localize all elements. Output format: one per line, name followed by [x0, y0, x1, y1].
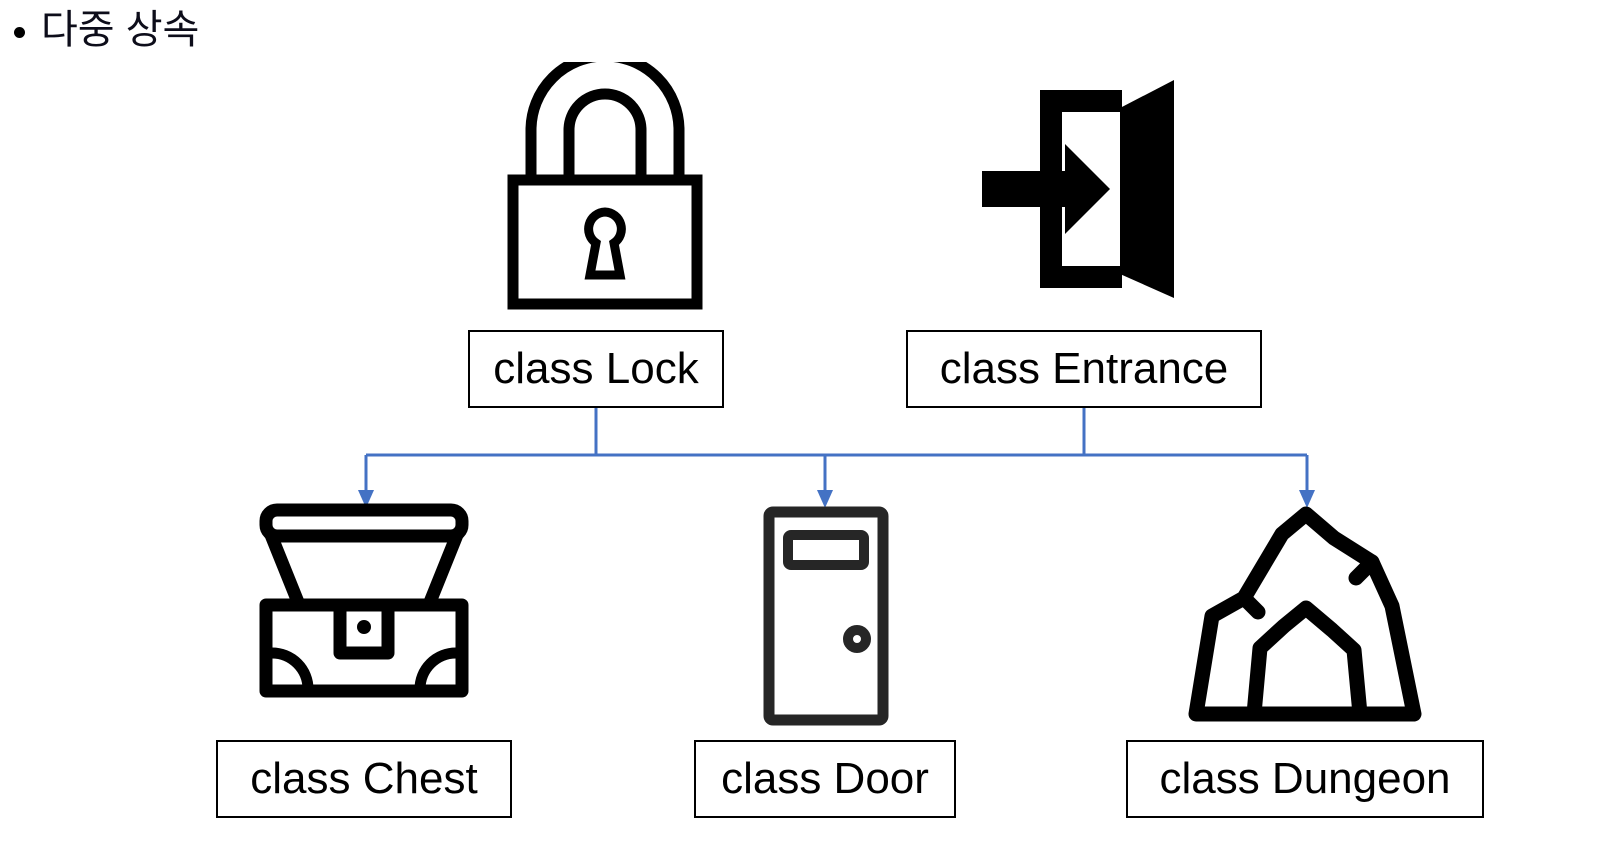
padlock-icon — [505, 62, 705, 310]
door-entrance-arrow-icon — [962, 78, 1184, 300]
cave-dungeon-icon — [1186, 498, 1424, 724]
bullet-dot-icon — [14, 26, 25, 38]
treasure-chest-icon — [258, 503, 470, 699]
class-box-lock[interactable]: class Lock — [468, 330, 724, 408]
slide-bullet-heading: 다중 상속 — [14, 8, 199, 52]
door-icon — [762, 505, 890, 727]
page-title: 다중 상속 — [41, 8, 200, 52]
class-label-door: class Door — [721, 754, 929, 803]
class-box-chest[interactable]: class Chest — [216, 740, 512, 818]
class-label-entrance: class Entrance — [939, 344, 1229, 393]
class-box-dungeon[interactable]: class Dungeon — [1126, 740, 1484, 818]
class-box-door[interactable]: class Door — [694, 740, 956, 818]
class-label-lock: class Lock — [493, 344, 699, 393]
class-box-entrance[interactable]: class Entrance — [906, 330, 1262, 408]
class-label-dungeon: class Dungeon — [1159, 754, 1451, 803]
class-label-chest: class Chest — [250, 754, 478, 803]
